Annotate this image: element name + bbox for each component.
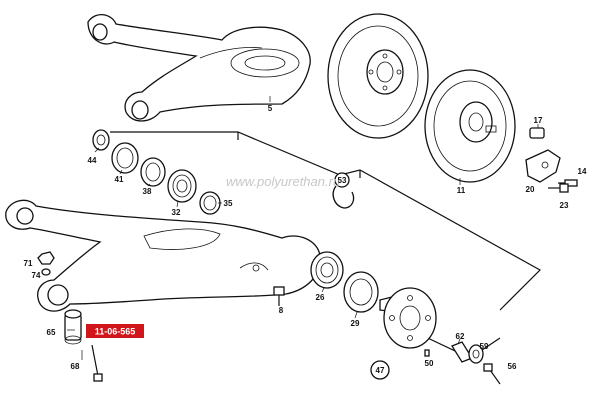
callout-68: 68: [71, 362, 80, 371]
ring-part-41: [111, 142, 139, 174]
callout-17: 17: [534, 116, 543, 125]
bush-part-65: [64, 309, 82, 345]
callout-74: 74: [32, 271, 41, 280]
bush-part-44: [92, 129, 110, 151]
washer-part-74: [41, 268, 51, 276]
bolt-part-68: [91, 344, 103, 382]
brake-disc-upper: [327, 13, 429, 139]
callout-62: 62: [456, 332, 465, 341]
callout-47: 47: [376, 366, 385, 375]
bolt-part-23: [548, 183, 569, 193]
callout-44: 44: [88, 156, 97, 165]
nut-part-71: [37, 251, 55, 265]
seal-part-35: [199, 191, 221, 215]
callout-53: 53: [338, 176, 347, 185]
callout-23: 23: [560, 201, 569, 210]
callout-8: 8: [279, 306, 284, 315]
callout-41: 41: [115, 175, 124, 184]
watermark-text: www.polyurethan.ru: [226, 174, 340, 189]
highlight-part-number: 11-06-565: [95, 327, 136, 337]
bolt-part-56: [483, 363, 501, 385]
bolt-part-14: [558, 179, 578, 187]
circlip-part-53: [332, 185, 355, 209]
lower-trailing-arm: [5, 199, 321, 312]
callout-65: 65: [47, 328, 56, 337]
seal-part-29: [343, 271, 379, 313]
clip-part-17: [529, 127, 545, 139]
pin-part-50: [424, 349, 430, 357]
callout-labels: 5 11 17 14 20 23 44 41 38 32 35 53 71 74…: [24, 104, 587, 375]
callout-5: 5: [268, 104, 273, 113]
bearing-part-26: [310, 251, 344, 289]
callout-50: 50: [425, 359, 434, 368]
callout-29: 29: [351, 319, 360, 328]
callout-20: 20: [526, 185, 535, 194]
leader-lines: [67, 96, 539, 360]
brake-disc-lower: [424, 69, 516, 183]
bearing-part-32: [167, 169, 197, 203]
callout-32: 32: [172, 208, 181, 217]
bracket-part-20: [525, 149, 561, 183]
washer-part-59: [468, 344, 484, 364]
upper-trailing-arm: [87, 14, 311, 122]
callout-circle-47: [370, 360, 390, 380]
wheel-hub-flange: [379, 287, 437, 349]
callout-38: 38: [143, 187, 152, 196]
callout-26: 26: [316, 293, 325, 302]
bolt-part-8: [273, 286, 285, 306]
highlight-background: [86, 324, 144, 338]
callout-59: 59: [480, 342, 489, 351]
ring-part-38: [140, 157, 166, 187]
callout-56: 56: [508, 362, 517, 371]
callout-11: 11: [457, 186, 466, 195]
callout-14: 14: [578, 167, 587, 176]
part-number-highlight: 11-06-565: [86, 324, 144, 338]
callout-circle-53: [334, 172, 350, 188]
callout-35: 35: [224, 199, 233, 208]
callout-71: 71: [24, 259, 33, 268]
